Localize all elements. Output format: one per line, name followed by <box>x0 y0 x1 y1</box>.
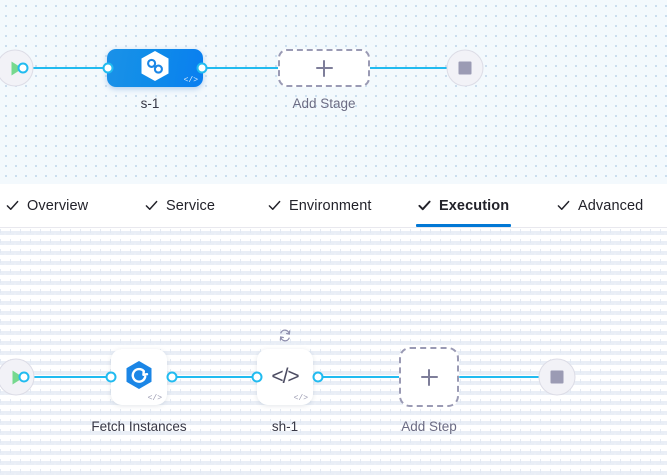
fetch-instances-output-port[interactable] <box>166 371 178 383</box>
tab-label: Execution <box>439 197 510 214</box>
step-code-badge-icon-sh-1: </> <box>293 394 308 403</box>
edge-add-step-to-end <box>459 376 548 378</box>
harness-deploy-hexagon-icon <box>140 50 170 87</box>
stop-icon <box>550 370 564 384</box>
canvas-grid <box>0 229 667 475</box>
tab-advanced[interactable]: Advanced <box>555 184 645 227</box>
edge-stage-to-add-stage <box>200 67 290 69</box>
tab-overview[interactable]: Overview <box>4 184 90 227</box>
add-stage-button[interactable] <box>278 49 370 87</box>
add-step-button[interactable] <box>399 347 459 407</box>
play-icon <box>12 370 23 384</box>
stage-s-1-input-port[interactable] <box>102 62 114 74</box>
tab-label: Environment <box>289 197 372 214</box>
add-stage-label: Add Stage <box>292 96 356 111</box>
looping-strategy-icon[interactable] <box>278 328 293 343</box>
stage-config-tabs[interactable]: Overview Service Environment Execution Advan… <box>0 184 667 228</box>
plus-icon <box>421 369 438 386</box>
edge-sh-1-to-add-step <box>318 376 400 378</box>
code-brackets-icon: </> <box>271 365 299 388</box>
execution-steps-canvas[interactable]: </> Fetch Instances </> </> sh-1 <box>0 229 667 475</box>
step-end-node[interactable] <box>538 358 576 396</box>
step-node-sh-1[interactable]: </> </> <box>257 329 313 405</box>
check-icon <box>418 199 431 212</box>
tab-label: Overview <box>27 197 89 214</box>
stage-code-badge-icon: </> <box>183 76 198 85</box>
active-tab-underline <box>416 224 512 227</box>
play-icon <box>11 61 22 75</box>
tab-execution[interactable]: Execution <box>416 184 512 227</box>
check-icon <box>557 199 570 212</box>
harness-swirl-hexagon-icon <box>125 360 153 395</box>
pipeline-stage-canvas[interactable]: </> s-1 Add Stage <box>0 0 667 184</box>
stage-node-s-1[interactable]: </> <box>107 49 203 87</box>
check-icon <box>268 199 281 212</box>
stage-s-1-output-port[interactable] <box>196 62 208 74</box>
check-icon <box>145 199 158 212</box>
tab-service[interactable]: Service <box>143 184 217 227</box>
step-code-badge-icon: </> <box>147 394 162 403</box>
stop-icon <box>458 61 472 75</box>
tab-environment[interactable]: Environment <box>266 184 374 227</box>
sh-1-output-port[interactable] <box>312 371 324 383</box>
edge-fetch-instances-to-sh-1 <box>172 376 256 378</box>
add-step-label: Add Step <box>401 419 457 434</box>
step-start-output-port[interactable] <box>18 371 30 383</box>
stage-start-output-port[interactable] <box>17 62 29 74</box>
stage-node-label-s-1: s-1 <box>140 96 160 111</box>
plus-icon <box>316 60 333 77</box>
step-node-fetch-instances[interactable]: </> <box>111 349 167 405</box>
sh-1-input-port[interactable] <box>251 371 263 383</box>
edge-start-to-fetch-instances <box>22 376 110 378</box>
step-node-label-fetch-instances: Fetch Instances <box>91 419 187 434</box>
check-icon <box>6 199 19 212</box>
edge-start-to-stage <box>22 67 112 69</box>
fetch-instances-input-port[interactable] <box>105 371 117 383</box>
stage-end-node[interactable] <box>446 49 484 87</box>
step-node-label-sh-1: sh-1 <box>271 419 299 434</box>
tab-label: Advanced <box>578 197 644 214</box>
tab-label: Service <box>166 197 216 214</box>
edge-add-stage-to-end <box>358 67 454 69</box>
